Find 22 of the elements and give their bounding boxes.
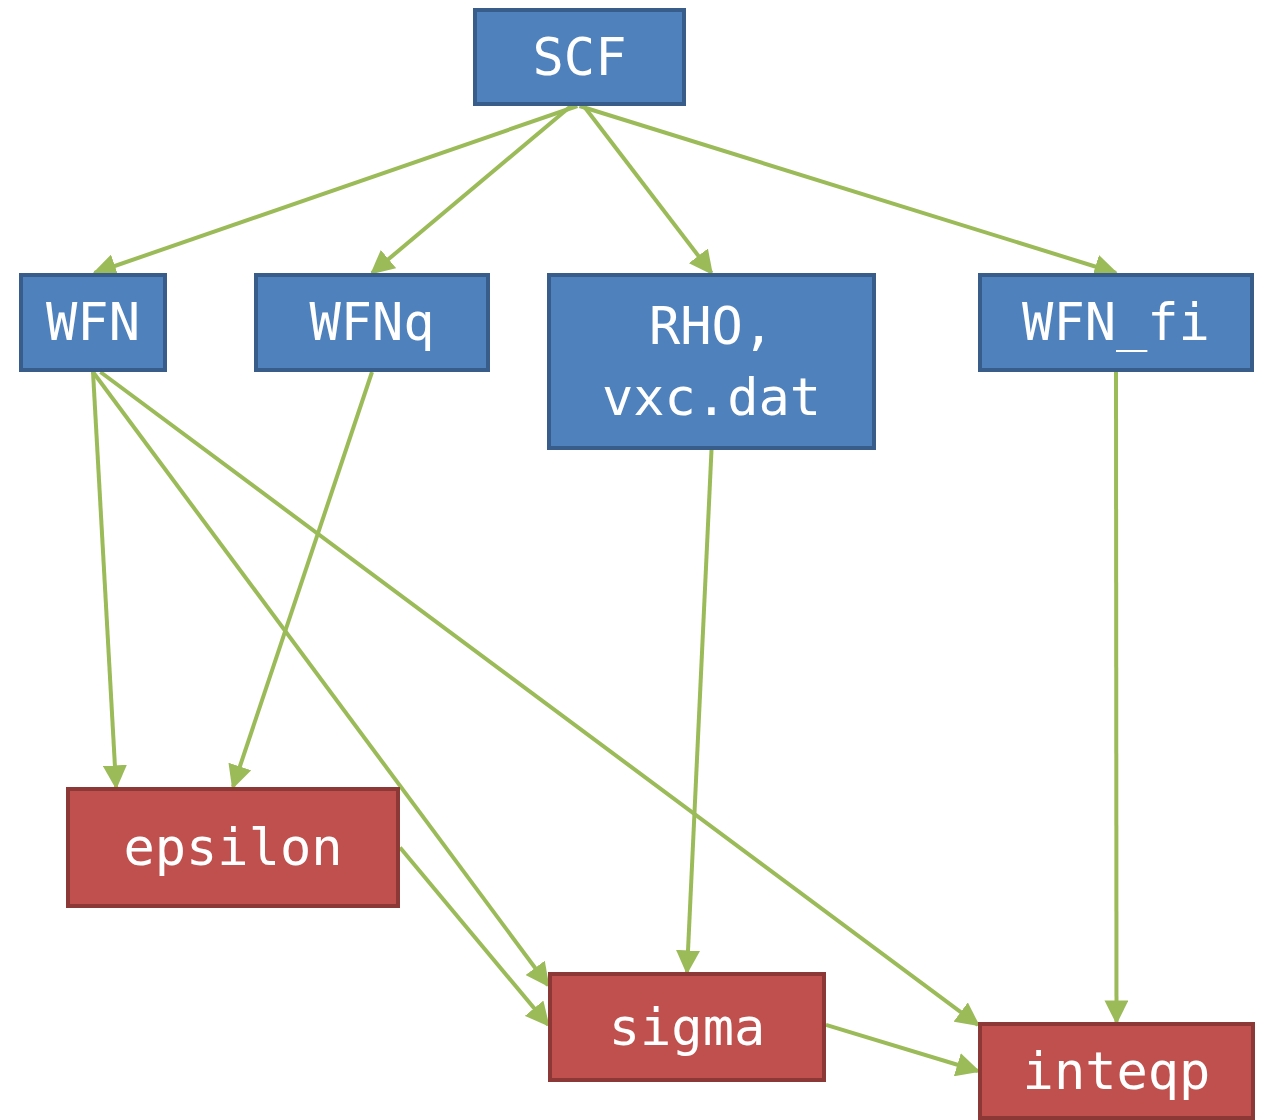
arrow (228, 371, 374, 790)
process-box (19, 273, 167, 372)
arrow (91, 371, 127, 790)
node-label: epsilon (123, 816, 343, 880)
node-label: sigma (608, 995, 766, 1059)
arrow (1104, 372, 1129, 1025)
process-box (473, 8, 686, 106)
node-label: WFN (46, 291, 140, 355)
process-box (978, 1022, 1255, 1120)
process-box (66, 787, 400, 908)
process-box (547, 273, 876, 450)
arrow (676, 449, 714, 975)
node-label: RHO, vxc.dat (600, 295, 823, 429)
arrow (91, 370, 550, 988)
process-box (978, 273, 1254, 372)
node-label: SCF (532, 25, 627, 89)
process-box (254, 273, 490, 372)
process-box (548, 972, 826, 1082)
node-label: WFN_fi (1022, 291, 1210, 355)
node-label: inteqp (1022, 1039, 1211, 1103)
node-label: WFNq (309, 291, 435, 355)
arrow (99, 370, 980, 1027)
